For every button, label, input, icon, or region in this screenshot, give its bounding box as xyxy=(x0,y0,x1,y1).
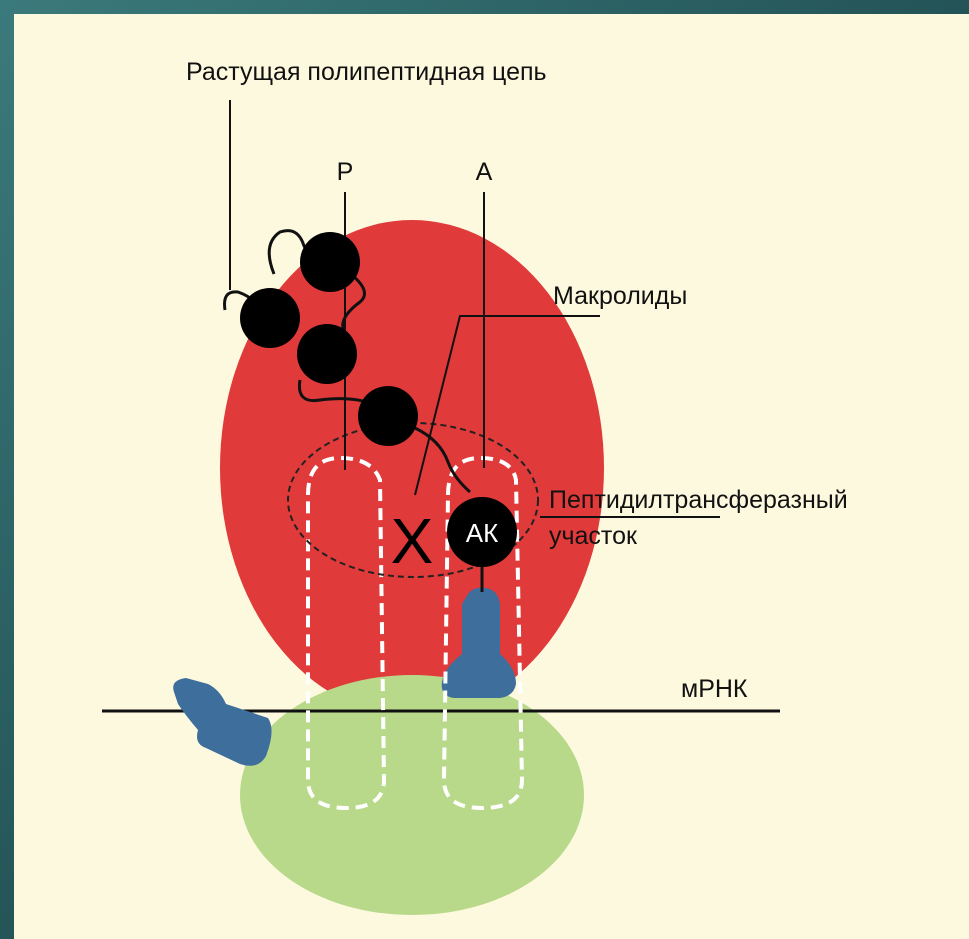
a-site-label: A xyxy=(476,158,493,186)
amino-acid-bead xyxy=(358,386,418,446)
mrna-label: мРНК xyxy=(681,675,748,703)
amino-acid-bead xyxy=(297,324,357,384)
amino-acid-bead xyxy=(300,232,360,292)
ptc-label-line1: Пептидилтрансферазный xyxy=(549,486,848,514)
macrolide-block-mark: X xyxy=(391,505,434,577)
amino-acid-bead xyxy=(240,288,300,348)
growing-chain-label: Растущая полипептидная цепь xyxy=(186,58,547,86)
aminoacyl-label: АК xyxy=(466,518,499,548)
macrolides-label: Макролиды xyxy=(553,282,687,310)
ptc-label-line2: участок xyxy=(549,522,638,550)
exiting-trna xyxy=(173,678,271,766)
p-site-label: P xyxy=(337,158,354,186)
